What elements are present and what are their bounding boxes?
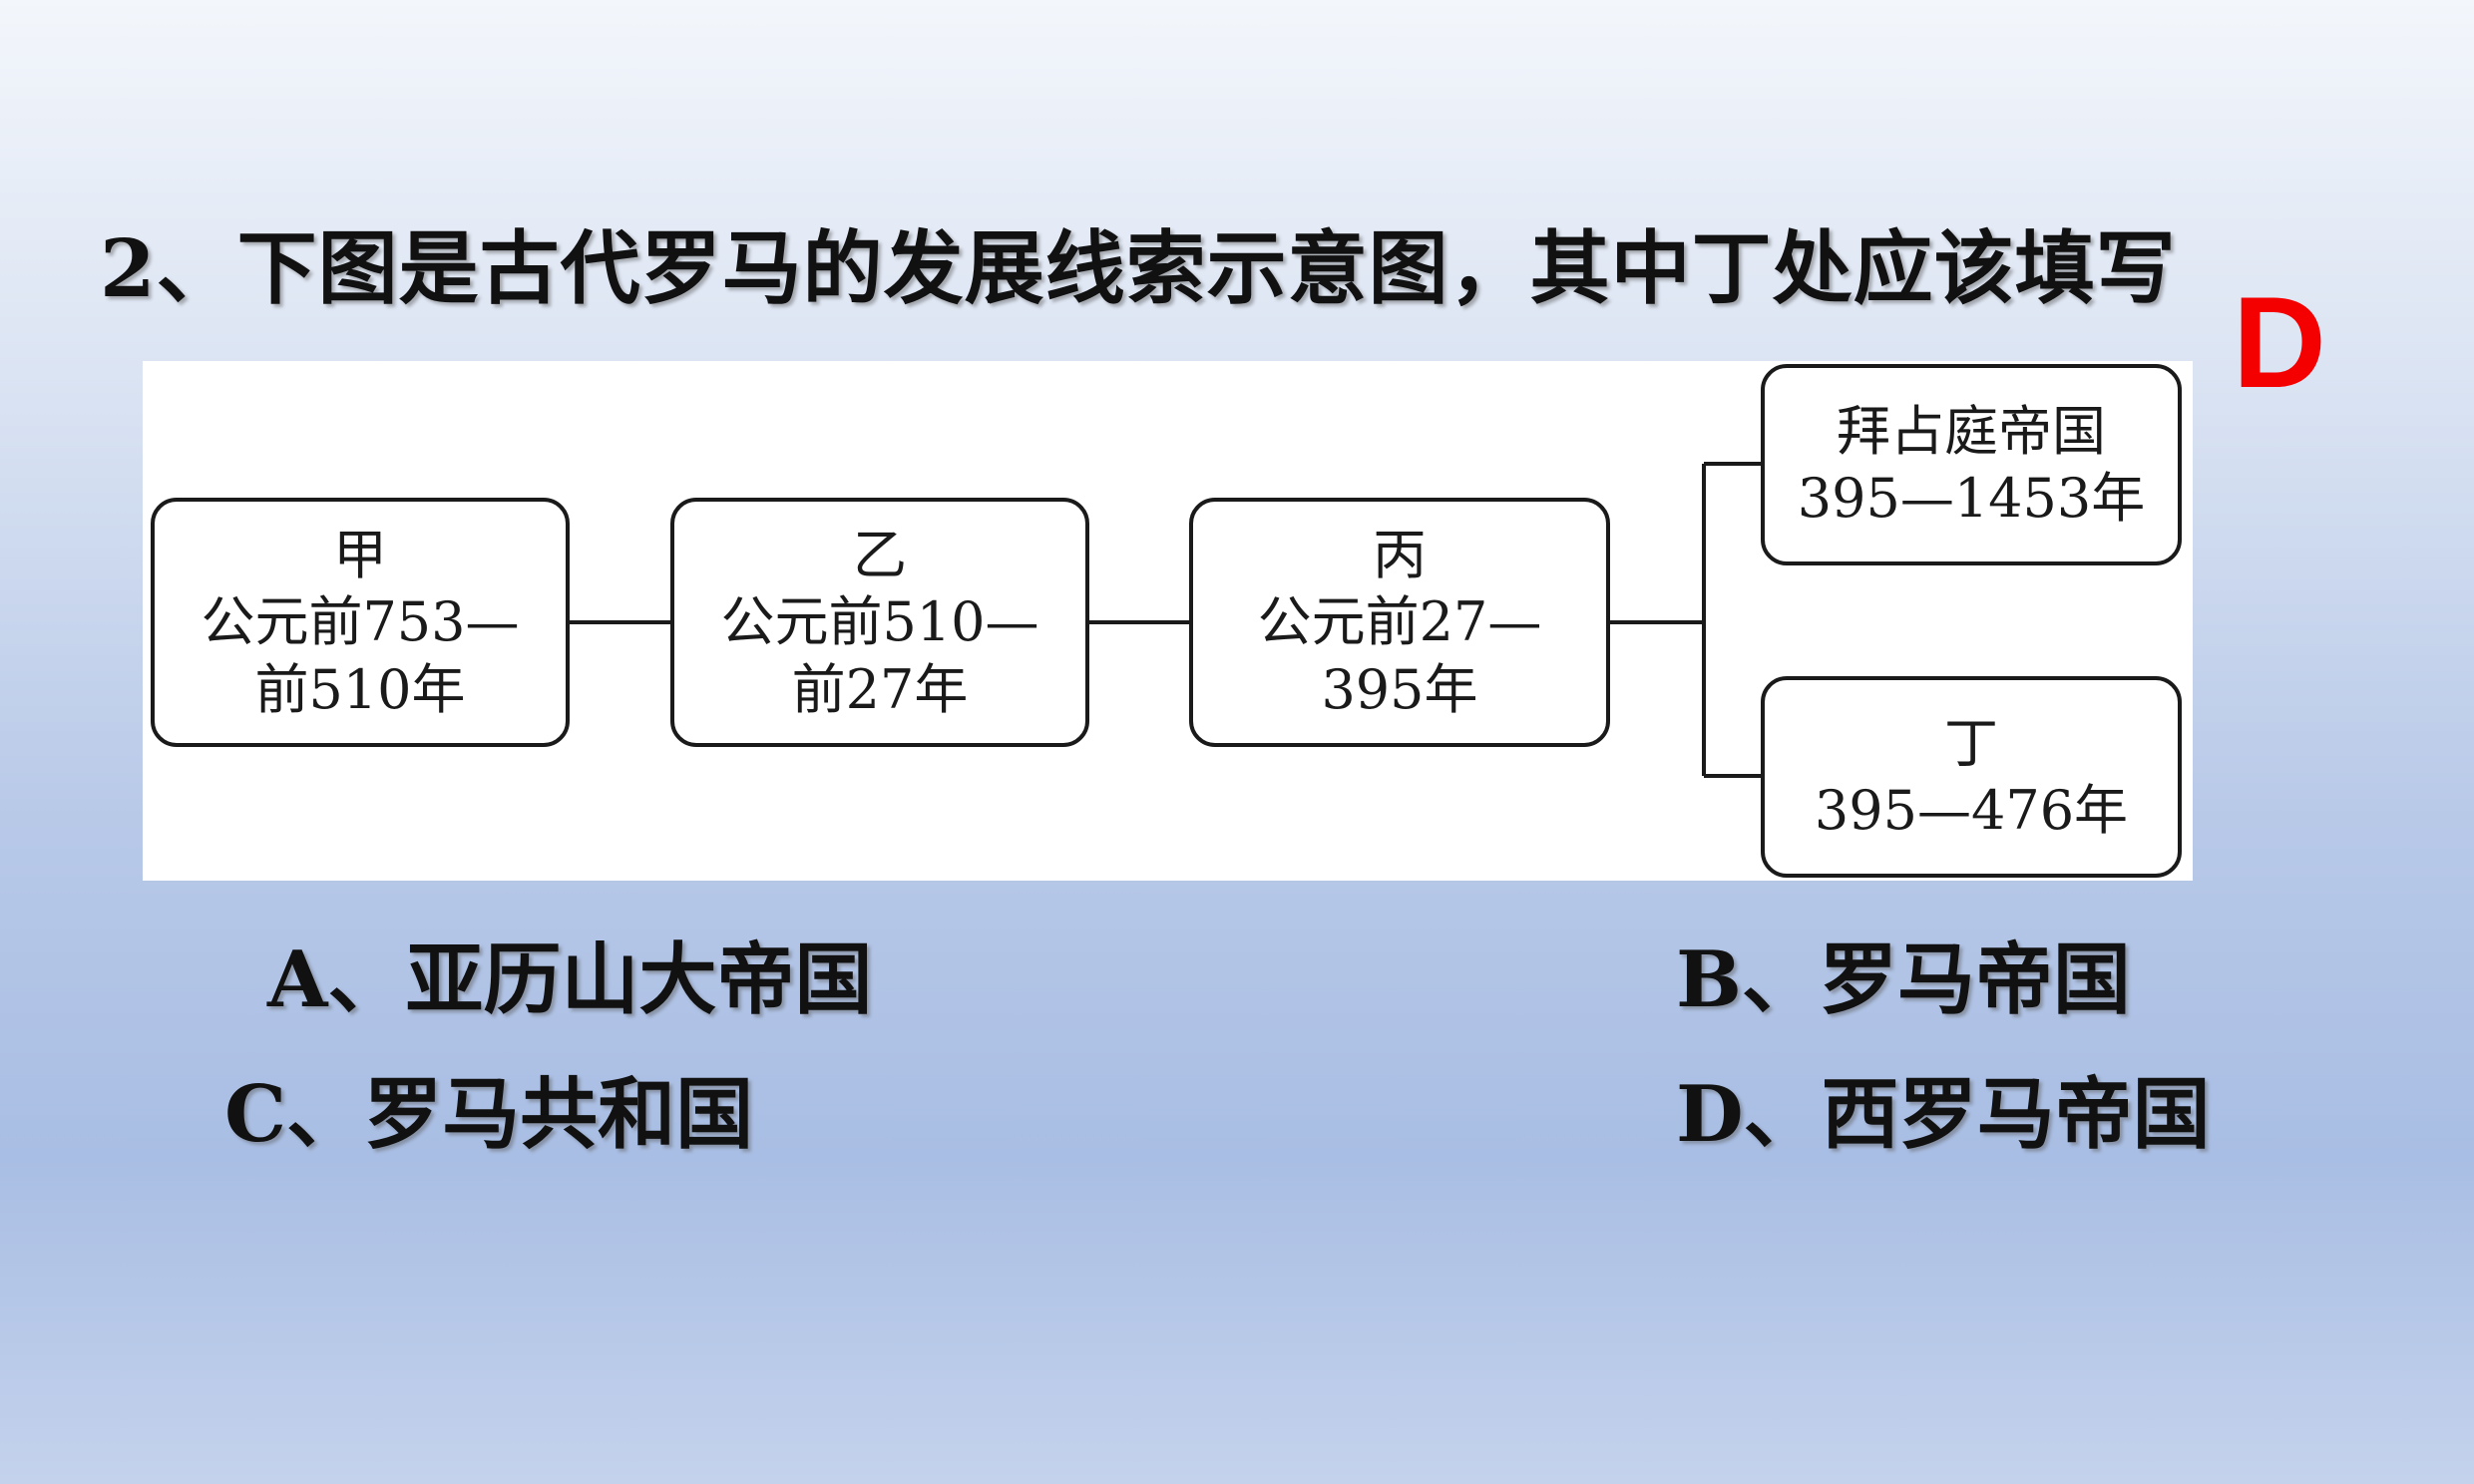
node-ding-name: 丁 xyxy=(1944,711,1998,775)
answer-letter: D xyxy=(2233,269,2326,415)
connector-lines xyxy=(568,462,1764,778)
question-text: 2、下图是古代罗马的发展线索示意图，其中丁处应该填写 xyxy=(100,221,2177,315)
node-bing-start: 公元前27— xyxy=(1257,590,1542,654)
node-byzantine-years: 395—1453年 xyxy=(1797,467,2146,530)
node-byzantine-name: 拜占庭帝国 xyxy=(1837,399,2106,463)
option-a: A、亚历山大帝国 xyxy=(267,934,873,1025)
option-b: B、罗马帝国 xyxy=(1676,934,2131,1025)
node-jia: 甲 公元前753— 前510年 xyxy=(151,498,570,747)
node-jia-end: 前510年 xyxy=(254,657,466,721)
node-bing-name: 丙 xyxy=(1373,523,1427,586)
node-yi-start: 公元前510— xyxy=(720,590,1039,654)
node-ding-years: 395—476年 xyxy=(1814,779,2129,842)
node-byzantine: 拜占庭帝国 395—1453年 xyxy=(1761,364,2182,565)
node-yi: 乙 公元前510— 前27年 xyxy=(670,498,1089,747)
node-bing-end: 395年 xyxy=(1321,657,1478,721)
node-ding: 丁 395—476年 xyxy=(1761,676,2182,878)
node-bing: 丙 公元前27— 395年 xyxy=(1189,498,1610,747)
option-d: D、西罗马帝国 xyxy=(1676,1069,2211,1160)
node-jia-name: 甲 xyxy=(333,523,387,586)
option-c: C、罗马共和国 xyxy=(224,1069,754,1160)
timeline-diagram: 甲 公元前753— 前510年 乙 公元前510— 前27年 丙 公元前27— … xyxy=(143,361,2193,881)
node-yi-name: 乙 xyxy=(853,523,907,586)
node-yi-end: 前27年 xyxy=(791,657,969,721)
node-jia-start: 公元前753— xyxy=(201,590,520,654)
